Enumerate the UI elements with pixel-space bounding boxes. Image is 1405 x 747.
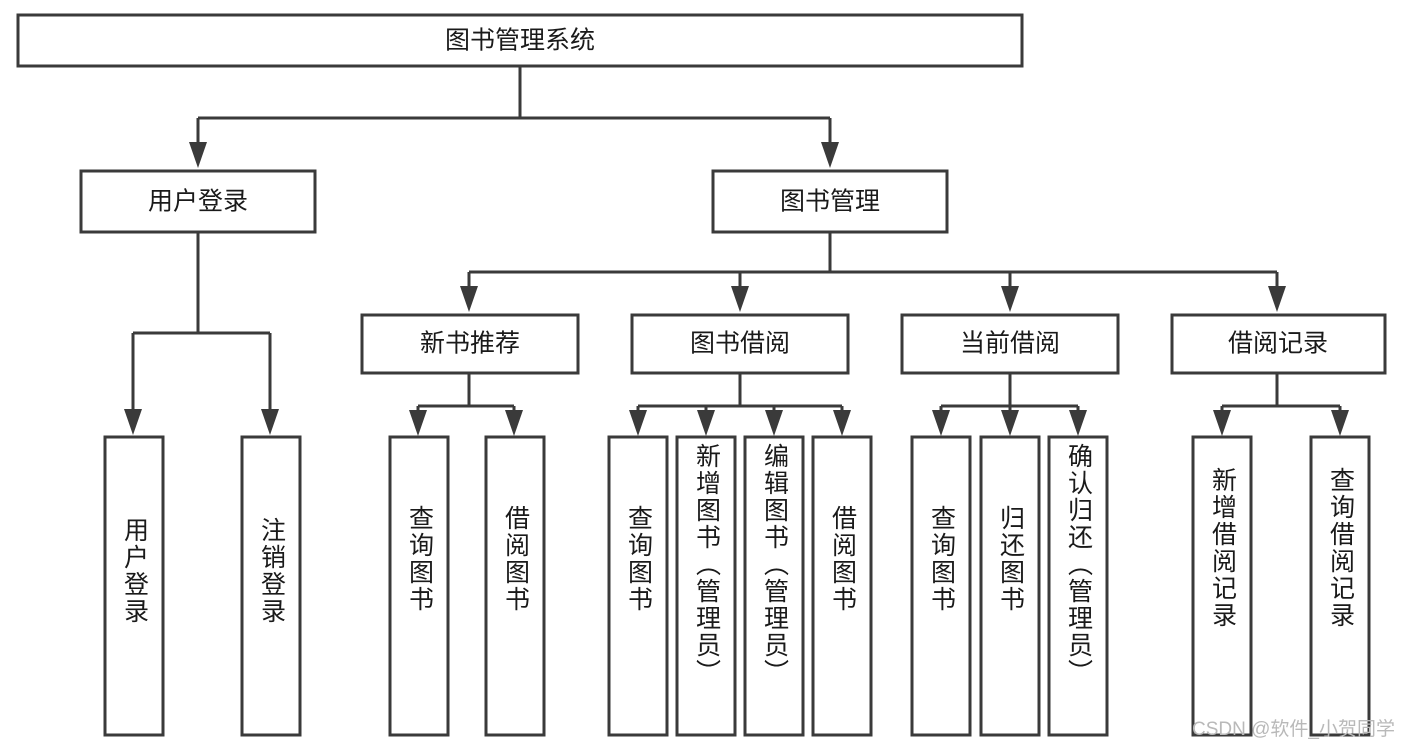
connector-group-book-borrow <box>629 373 851 436</box>
leaf-box-return-book[interactable] <box>979 435 1041 737</box>
leaf-box-query-book-3[interactable] <box>910 435 972 737</box>
connector-group-current-borrow <box>932 373 1087 436</box>
arrow-icon-book-borrow <box>731 286 749 312</box>
leaf-box-query-record[interactable] <box>1309 435 1371 737</box>
arrow-icon-leaf-user-logout <box>261 409 279 435</box>
connector-group-borrow-record <box>1213 373 1349 436</box>
node-book-management[interactable]: 图书管理 <box>711 169 949 234</box>
node-current-borrow-label: 当前借阅 <box>960 330 1060 358</box>
connector-group-new-book-recommend <box>409 373 523 436</box>
arrow-icon-leaf-edit-book <box>765 410 783 436</box>
leaf-box-borrow-book-2[interactable] <box>811 435 873 737</box>
node-book-management-box[interactable] <box>711 169 949 234</box>
leaf-boxes <box>103 435 1371 737</box>
leaf-box-add-book[interactable] <box>675 435 737 737</box>
arrow-icon-leaf-return-book <box>1001 410 1019 436</box>
arrow-icon-leaf-confirm-return <box>1069 410 1087 436</box>
leaf-box-confirm-return[interactable] <box>1047 435 1109 737</box>
node-user-login[interactable]: 用户登录 <box>79 169 317 234</box>
node-book-borrow-label: 图书借阅 <box>690 330 790 358</box>
arrow-icon-leaf-add-book <box>697 410 715 436</box>
arrow-icon-leaf-user-login <box>124 409 142 435</box>
node-root-box[interactable] <box>16 13 1024 68</box>
arrow-icon-user-login <box>189 142 207 168</box>
arrow-icon-book-management <box>821 142 839 168</box>
node-current-borrow[interactable]: 当前借阅 <box>900 313 1120 375</box>
node-new-book-recommend-label: 新书推荐 <box>420 330 520 358</box>
node-root-label: 图书管理系统 <box>445 27 595 55</box>
leaf-box-user-login[interactable] <box>103 435 165 737</box>
leaf-box-user-logout[interactable] <box>240 435 302 737</box>
node-root[interactable]: 图书管理系统 <box>16 13 1024 68</box>
arrow-icon-borrow-record <box>1268 286 1286 312</box>
node-current-borrow-box[interactable] <box>900 313 1120 375</box>
arrow-icon-leaf-borrow-book-2 <box>833 410 851 436</box>
connector-group-root <box>189 66 839 168</box>
arrow-icon-leaf-query-record <box>1331 410 1349 436</box>
arrow-icon-new-book-recommend <box>460 286 478 312</box>
node-borrow-record-box[interactable] <box>1170 313 1387 375</box>
arrow-icon-leaf-add-record <box>1213 410 1231 436</box>
node-borrow-record-label: 借阅记录 <box>1228 330 1328 358</box>
csdn-watermark: CSDN @软件_小贺同学 <box>1192 719 1395 740</box>
arrow-icon-leaf-borrow-book-1 <box>505 410 523 436</box>
leaf-box-edit-book[interactable] <box>743 435 805 737</box>
leaf-box-borrow-book-1[interactable] <box>484 435 546 737</box>
arrow-icon-current-borrow <box>1001 286 1019 312</box>
arrow-icon-leaf-query-book-3 <box>932 410 950 436</box>
connector-group-book-management <box>460 232 1286 312</box>
node-new-book-recommend-box[interactable] <box>360 313 580 375</box>
node-book-management-label: 图书管理 <box>780 188 880 216</box>
connector-group-user-login <box>124 232 279 435</box>
leaf-box-query-book-2[interactable] <box>607 435 669 737</box>
node-new-book-recommend[interactable]: 新书推荐 <box>360 313 580 375</box>
node-book-borrow-box[interactable] <box>630 313 850 375</box>
leaf-box-add-record[interactable] <box>1191 435 1253 737</box>
arrow-icon-leaf-query-book-1 <box>409 410 427 436</box>
arrow-icon-leaf-query-book-2 <box>629 410 647 436</box>
leaf-box-query-book-1[interactable] <box>388 435 450 737</box>
node-book-borrow[interactable]: 图书借阅 <box>630 313 850 375</box>
node-user-login-label: 用户登录 <box>148 188 248 216</box>
node-user-login-box[interactable] <box>79 169 317 234</box>
node-borrow-record[interactable]: 借阅记录 <box>1170 313 1387 375</box>
